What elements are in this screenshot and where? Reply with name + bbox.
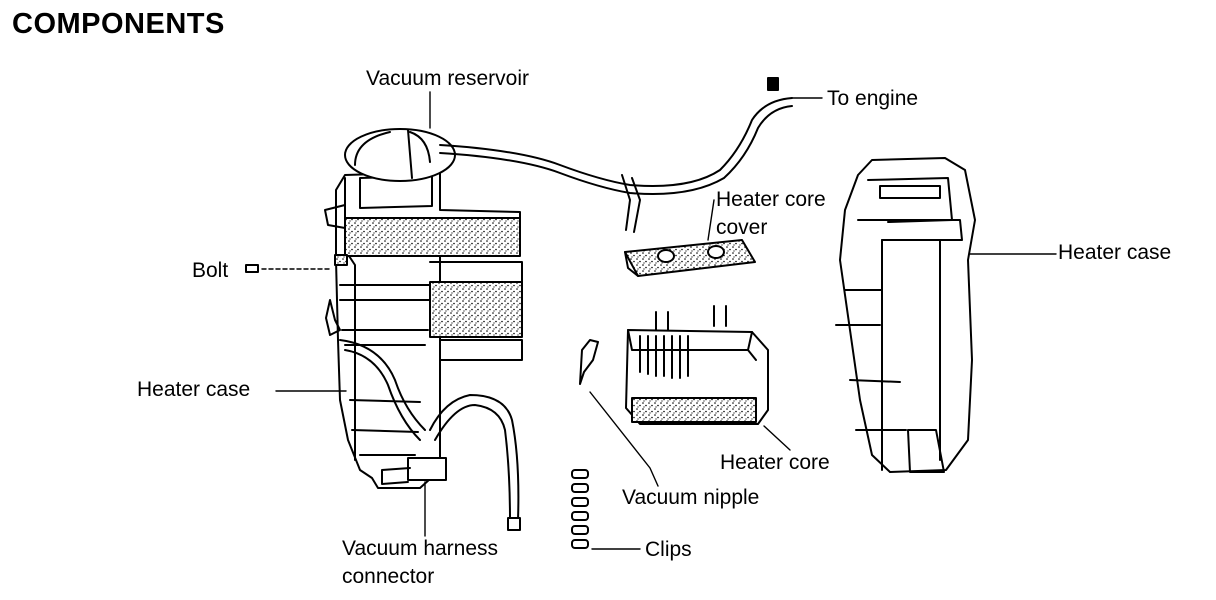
- vacuum-hose-drawing: [439, 77, 793, 233]
- page-title: COMPONENTS: [12, 8, 225, 40]
- vacuum-nipple-drawing: [579, 339, 599, 385]
- heater-core-cover-drawing: [624, 239, 756, 277]
- label-heater-case-right: Heater case: [1058, 241, 1172, 264]
- heater-core-drawing: [625, 305, 769, 425]
- label-vacuum-harness-connector-line2: connector: [342, 565, 435, 588]
- label-heater-case-left: Heater case: [137, 378, 251, 401]
- label-clips: Clips: [645, 538, 692, 561]
- label-heater-core-cover-line2: cover: [716, 216, 768, 239]
- heater-case-right-drawing: [835, 157, 976, 473]
- clips-drawing: [571, 469, 589, 549]
- bolt-drawing: [245, 264, 259, 273]
- label-vacuum-nipple: Vacuum nipple: [622, 486, 760, 509]
- label-bolt: Bolt: [192, 259, 229, 282]
- label-heater-core-cover-line1: Heater core: [716, 188, 826, 211]
- heater-case-left-drawing: [324, 128, 523, 531]
- label-heater-core: Heater core: [720, 451, 830, 474]
- label-to-engine: To engine: [827, 87, 919, 110]
- leader-lines: [261, 91, 1057, 550]
- label-vacuum-harness-connector-line1: Vacuum harness: [342, 537, 499, 560]
- label-vacuum-reservoir: Vacuum reservoir: [366, 67, 529, 90]
